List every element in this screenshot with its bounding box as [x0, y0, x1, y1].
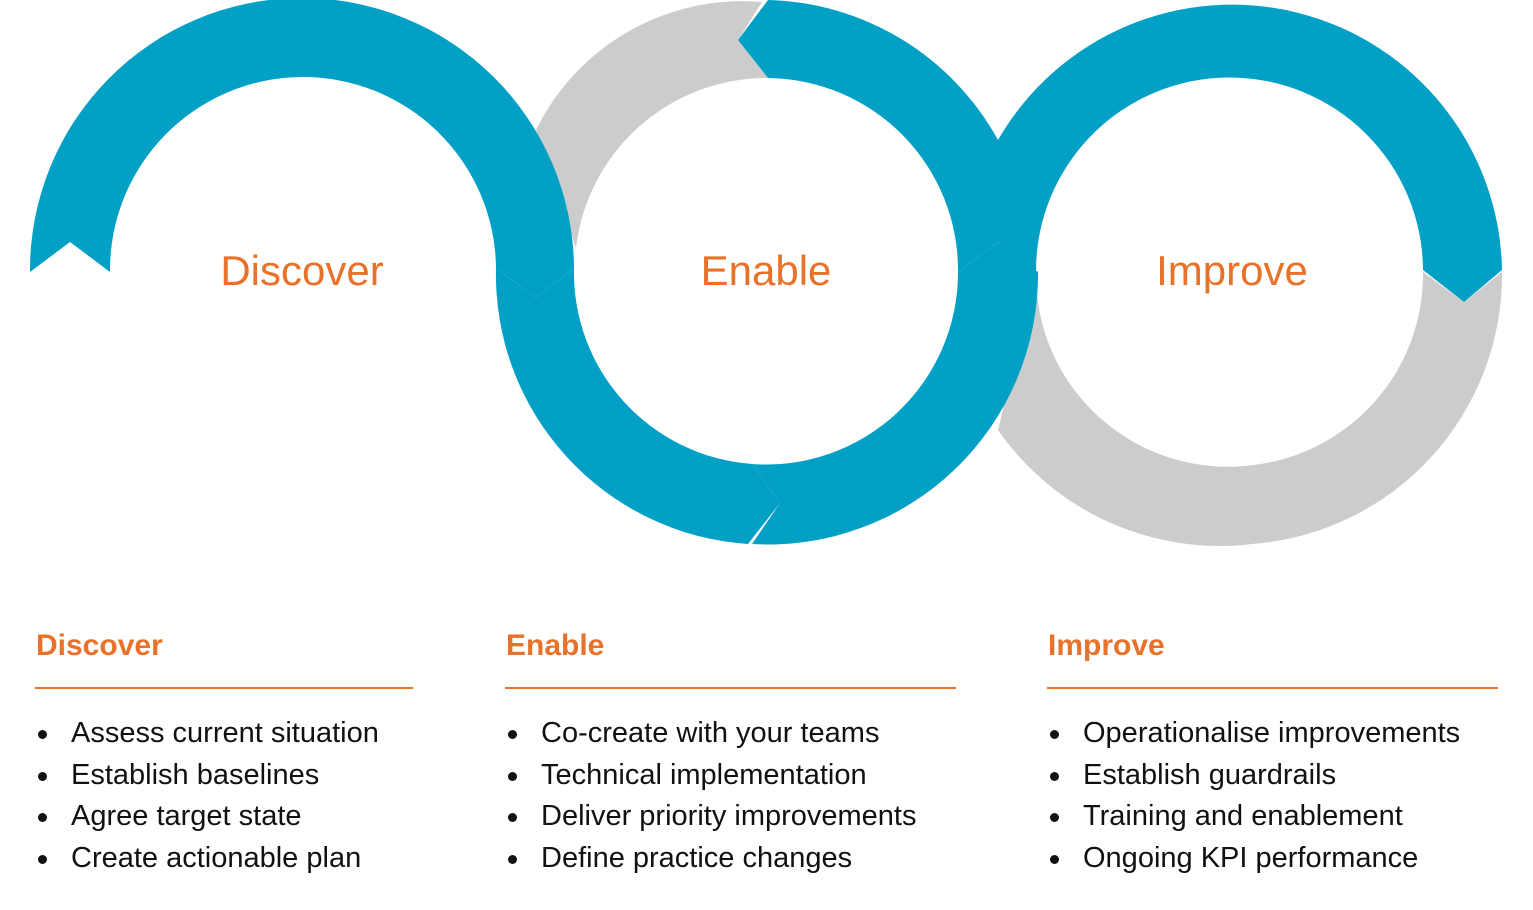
enable-ring-label: Enable [701, 247, 832, 294]
list-item-text: Define practice changes [541, 841, 853, 874]
list-item: Ongoing KPI performance [1047, 838, 1498, 880]
list-item-text: Co-create with your teams [541, 717, 880, 749]
list-item: Establish guardrails [1047, 755, 1498, 797]
list-item: Training and enablement [1047, 796, 1498, 838]
list-item-text: Establish baselines [71, 758, 320, 791]
improve-ring-grey-arc [1222, 272, 1503, 544]
improve-ring-blue-arc [998, 4, 1502, 303]
improve-ring-grey-lower-left [998, 270, 1254, 546]
list-item-text: Operationalise improvements [1083, 717, 1461, 749]
bullet-icon [508, 771, 517, 781]
enable-ring-grey-arc [536, 1, 768, 249]
list-item-text: Establish guardrails [1083, 758, 1337, 791]
improve-list: Operationalise improvements Establish gu… [1047, 713, 1498, 879]
list-item: Agree target state [35, 796, 413, 838]
bullet-icon [508, 813, 517, 822]
discover-column: Discover Assess current situation Establ… [35, 620, 413, 879]
bullet-icon [508, 730, 517, 739]
enable-ring-blue-lower-arc [495, 268, 780, 544]
enable-column-title: Enable [506, 629, 605, 662]
list-item-text: Training and enablement [1083, 800, 1403, 832]
list-item-text: Deliver priority improvements [541, 800, 917, 832]
improve-column-divider [1047, 687, 1498, 689]
improve-column: Improve Operationalise improvements Esta… [1047, 620, 1498, 879]
bullet-icon [1050, 813, 1059, 822]
bullet-icon [508, 854, 517, 864]
discover-column-title: Discover [36, 629, 163, 662]
list-item: Technical implementation [505, 755, 956, 797]
enable-ring-blue-upper-arc [738, 0, 998, 272]
bullet-icon [38, 813, 47, 822]
bullet-icon [1050, 730, 1059, 739]
discover-list: Assess current situation Establish basel… [35, 713, 413, 879]
discover-column-divider [35, 687, 413, 689]
list-item-text: Technical implementation [541, 758, 867, 791]
improve-ring-label: Improve [1156, 247, 1308, 294]
enable-column-divider [505, 687, 956, 689]
cycle-diagram: Discover Enable Improve [29, 0, 1503, 546]
enable-column: Enable Co-create with your teams Technic… [505, 620, 956, 879]
list-item: Establish baselines [35, 755, 413, 797]
enable-list: Co-create with your teams Technical impl… [505, 713, 956, 879]
list-item-text: Create actionable plan [71, 841, 362, 874]
list-item: Define practice changes [505, 838, 956, 880]
bullet-icon [38, 730, 47, 739]
list-item: Operationalise improvements [1047, 713, 1498, 755]
list-item-text: Ongoing KPI performance [1083, 841, 1419, 874]
enable-ring-blue-right-arc [752, 242, 1039, 545]
improve-column-title: Improve [1048, 629, 1165, 662]
list-item: Create actionable plan [35, 838, 413, 880]
bullet-icon [1050, 854, 1059, 864]
list-item: Deliver priority improvements [505, 796, 956, 838]
bullet-icon [1050, 771, 1059, 781]
list-item: Assess current situation [35, 713, 413, 755]
list-item-text: Assess current situation [71, 717, 379, 749]
list-item-text: Agree target state [71, 800, 302, 832]
bullet-icon [38, 854, 47, 864]
list-item: Co-create with your teams [505, 713, 956, 755]
discover-ring-blue-arc [29, 0, 574, 298]
discover-ring-label: Discover [220, 247, 383, 294]
bullet-icon [38, 771, 47, 781]
